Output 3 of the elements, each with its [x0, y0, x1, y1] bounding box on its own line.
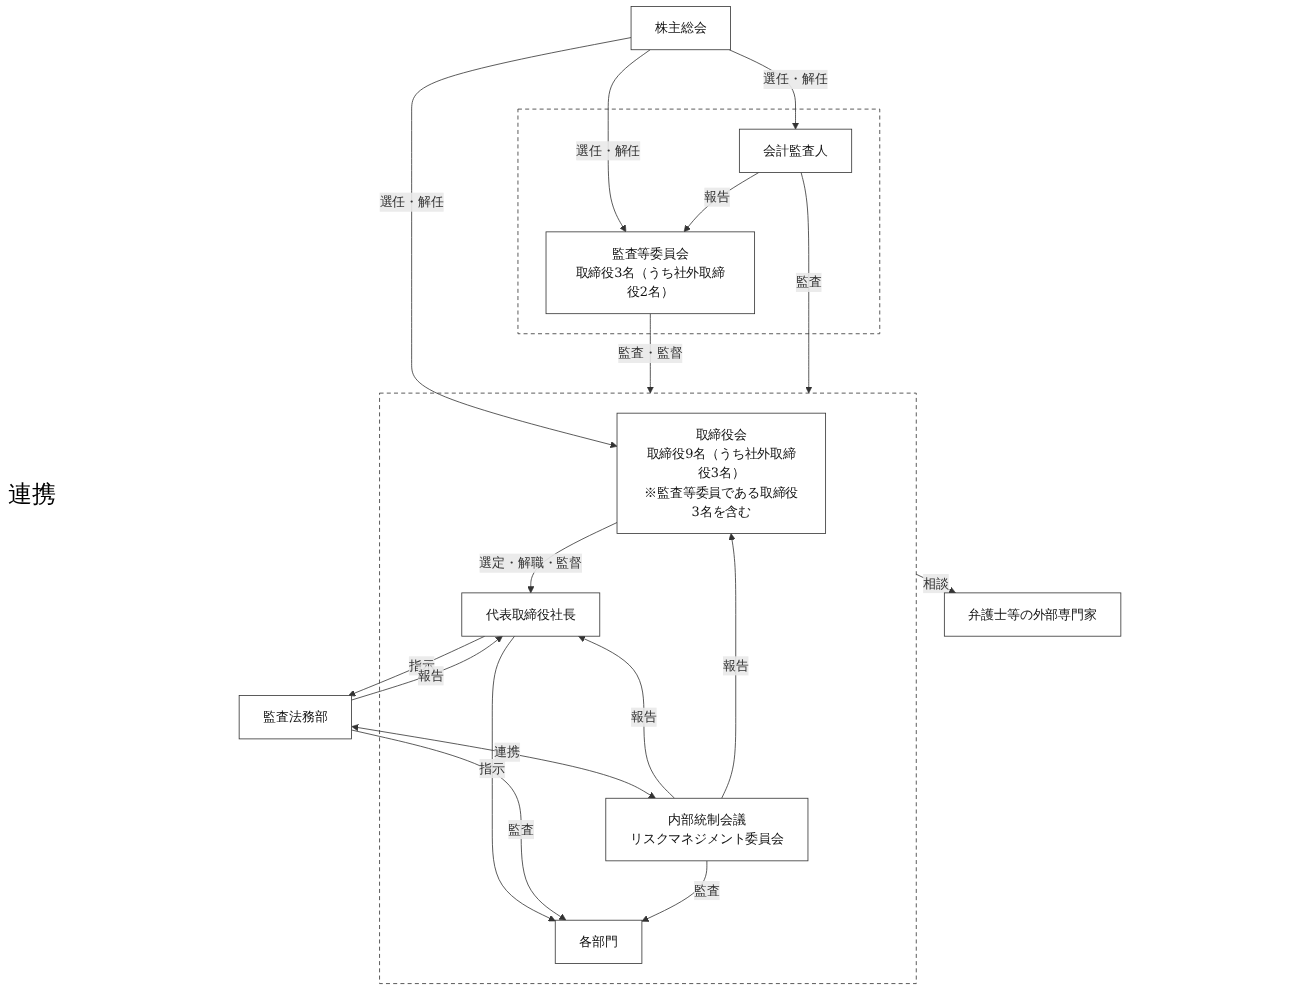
note-label: 連携	[8, 478, 56, 512]
cluster	[379, 392, 917, 984]
cluster	[517, 108, 881, 335]
